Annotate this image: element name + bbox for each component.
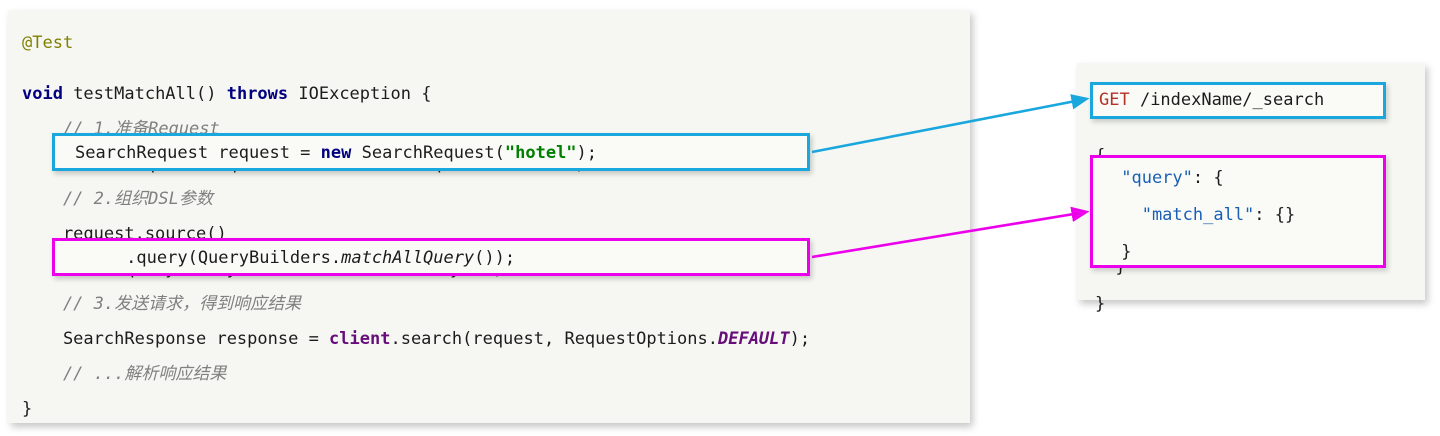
code-token: SearchRequest request =	[75, 143, 321, 163]
code-token: // ...解析响应结果	[22, 364, 227, 384]
code-token: /indexName/_search	[1129, 90, 1325, 110]
highlight-box-get-request-line[interactable]: GET /indexName/_search	[1090, 82, 1386, 119]
code-token: }	[1095, 294, 1106, 314]
code-line-method-signature: void testMatchAll() throws IOException {	[8, 77, 970, 112]
code-token: SearchResponse response =	[22, 329, 330, 349]
highlight-box-query-matchall[interactable]: .query(QueryBuilders.matchAllQuery());	[52, 238, 810, 276]
code-token: "match_all"	[1111, 205, 1255, 225]
code-token: IOException {	[288, 84, 432, 104]
code-token: @Test	[22, 33, 74, 53]
code-token: : {}	[1254, 205, 1296, 225]
code-token: );	[789, 329, 811, 349]
highlight-box-search-request[interactable]: SearchRequest request = new SearchReques…	[52, 133, 810, 171]
code-token: // 2.组织DSL参数	[22, 189, 213, 209]
code-token: }	[22, 399, 33, 419]
code-token: "hotel"	[504, 143, 577, 163]
highlight-box-json-query[interactable]: "query": { "match_all": {} }	[1090, 155, 1386, 268]
code-token: testMatchAll()	[62, 84, 227, 104]
code-token: ());	[474, 248, 516, 268]
code-token: matchAllQuery	[341, 248, 475, 268]
code-line-close-brace: }	[1077, 286, 1425, 323]
code-line-search-response: SearchResponse response = client.search(…	[8, 322, 970, 357]
code-line-comment-4: // ...解析响应结果	[8, 357, 970, 392]
code-token: .query(QueryBuilders.	[75, 248, 342, 268]
code-token: // 3.发送请求，得到响应结果	[22, 294, 302, 314]
code-token: throws	[226, 84, 289, 104]
code-token: void	[22, 84, 63, 104]
java-code-panel: @Test void testMatchAll() throws IOExcept…	[8, 10, 970, 423]
code-token: );	[576, 143, 598, 163]
code-token: .search(request, RequestOptions.	[390, 329, 718, 349]
code-token: "query"	[1111, 168, 1193, 188]
code-token: }	[1111, 242, 1132, 262]
code-token: client	[329, 329, 391, 349]
code-token: GET	[1099, 90, 1130, 110]
code-line-comment-3: // 3.发送请求，得到响应结果	[8, 287, 970, 322]
code-token: DEFAULT	[717, 329, 790, 349]
java-code-listing: @Test void testMatchAll() throws IOExcept…	[8, 10, 970, 423]
code-line-comment-2: // 2.组织DSL参数	[8, 182, 970, 217]
code-token: new	[320, 143, 352, 163]
code-token: SearchRequest(	[351, 143, 505, 163]
code-token: : {	[1192, 168, 1224, 188]
code-line-method-close: }	[8, 392, 970, 427]
code-line-annotation: @Test	[8, 10, 970, 77]
